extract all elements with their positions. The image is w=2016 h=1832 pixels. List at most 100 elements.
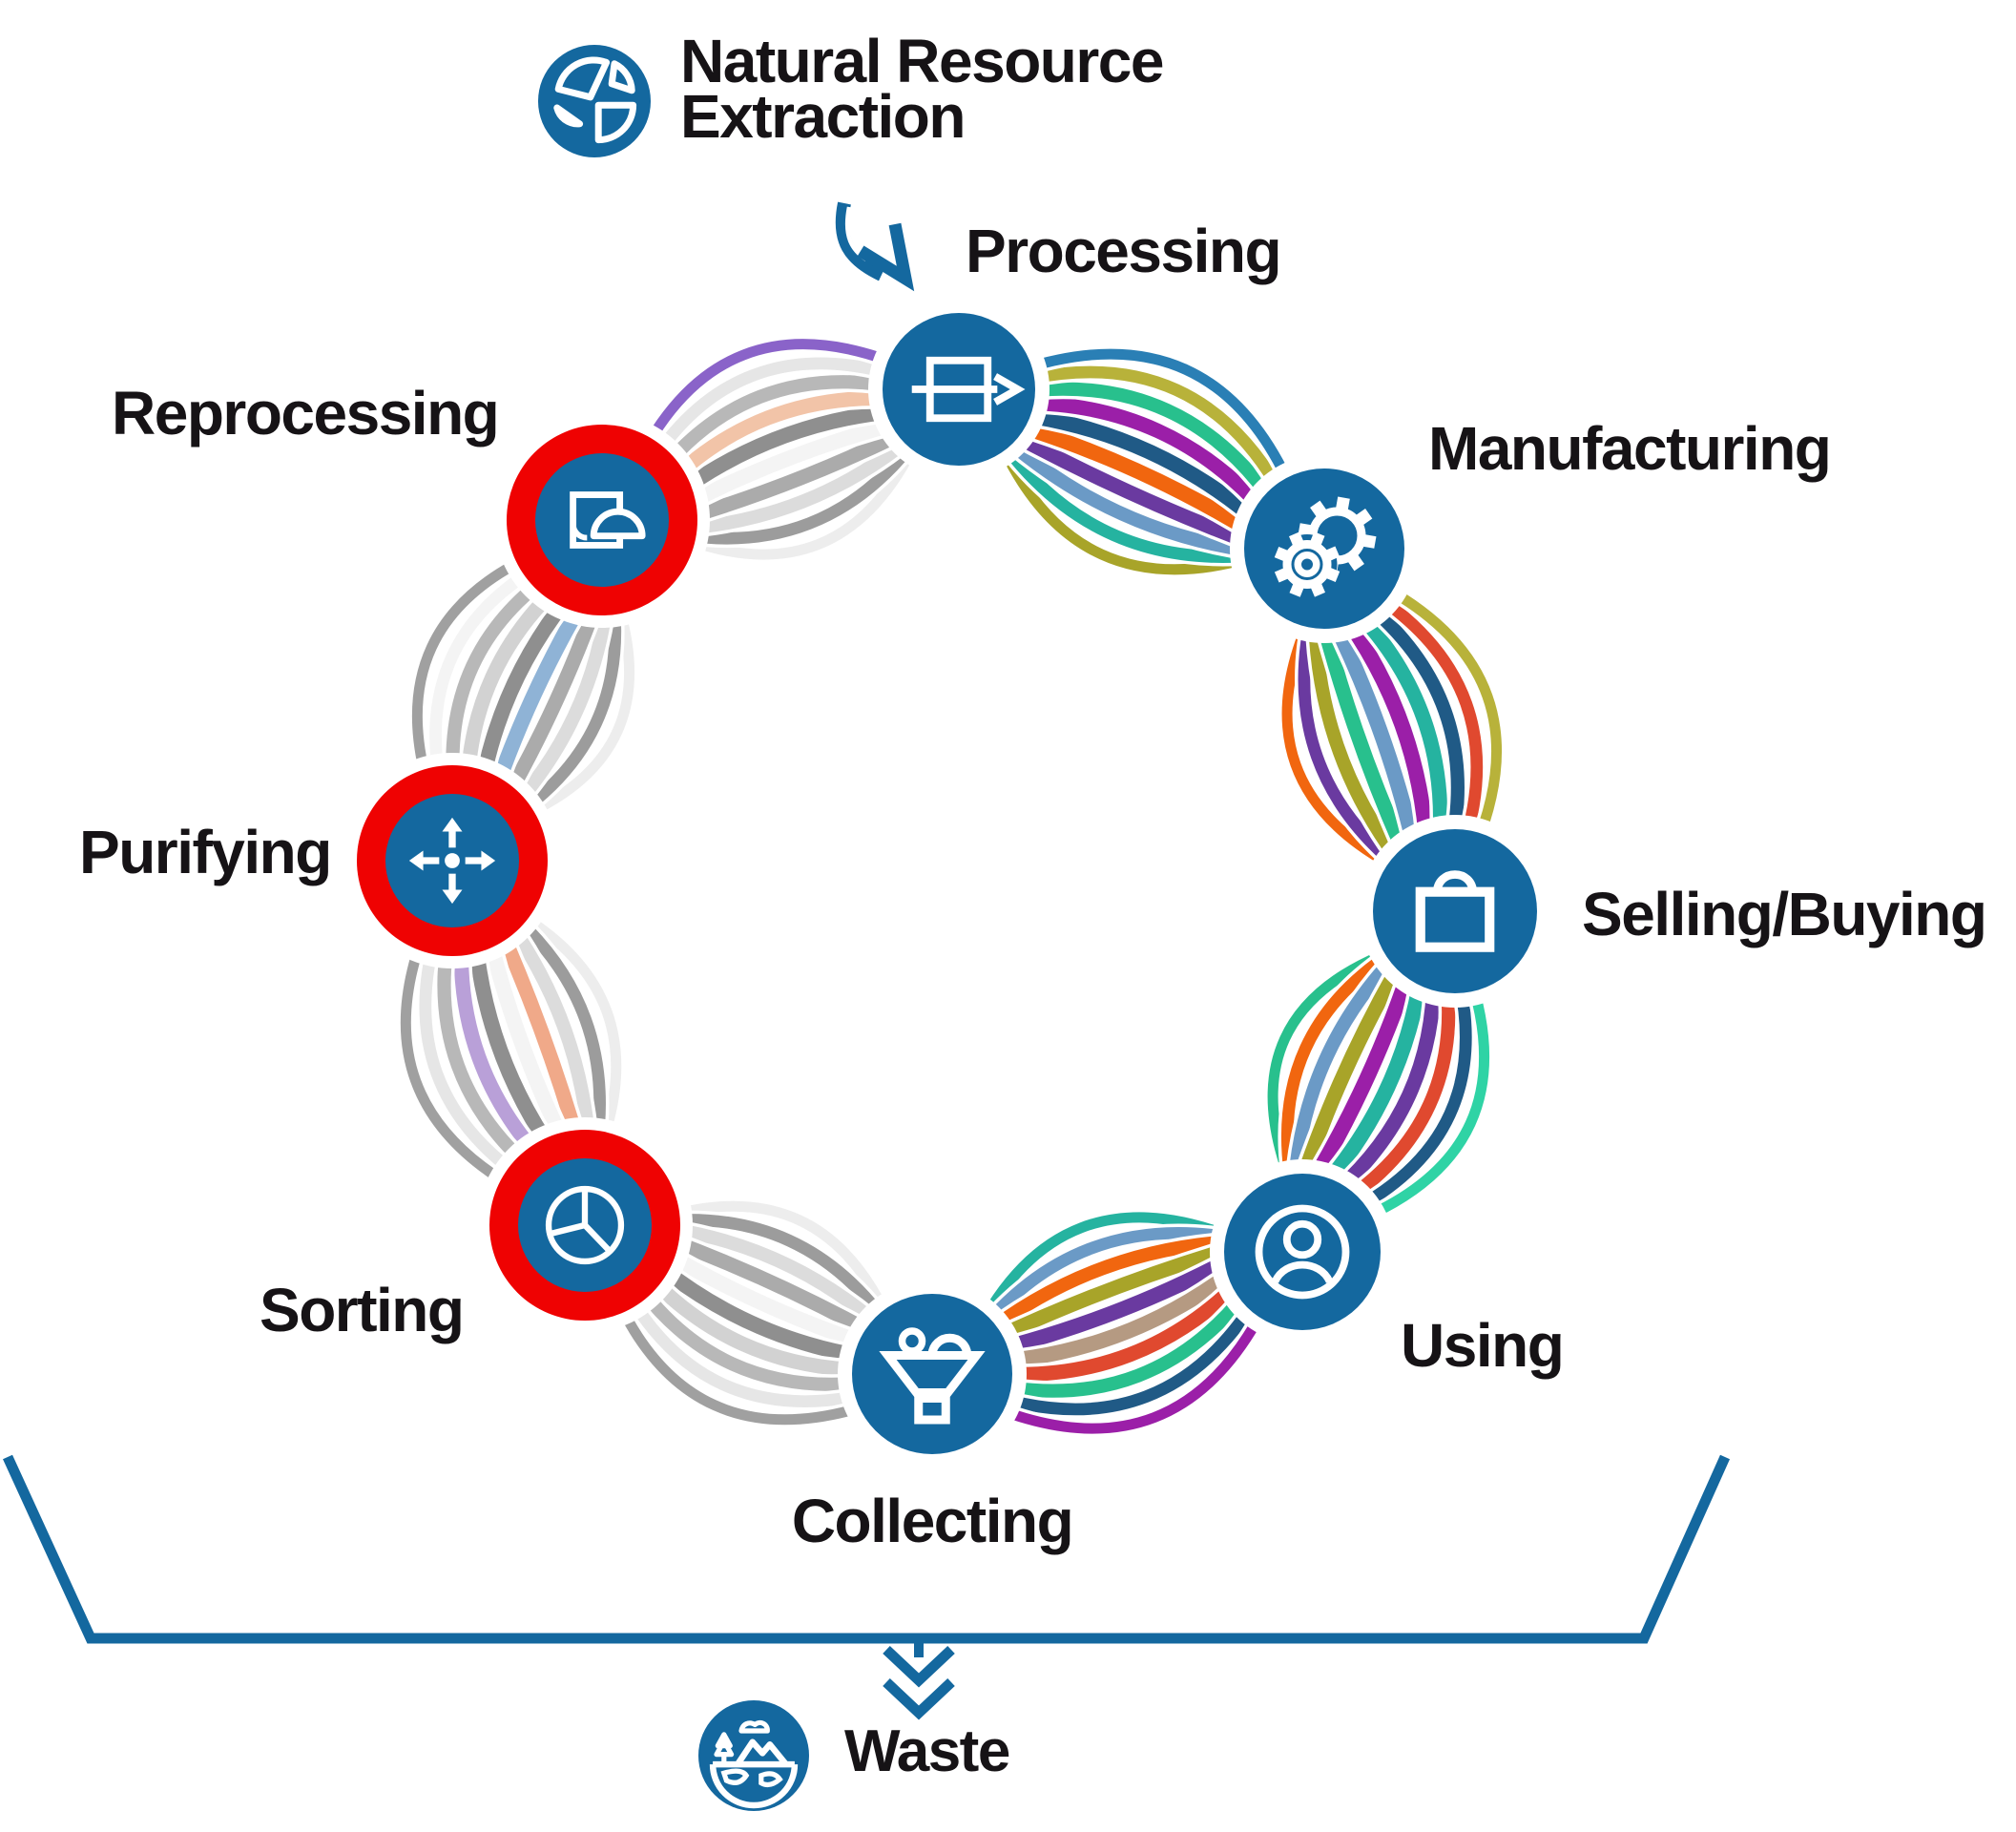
glyph-part <box>445 853 460 868</box>
stage-icon-processing <box>868 299 1050 480</box>
glyph-part <box>408 850 424 871</box>
glyph-part <box>1274 567 1292 583</box>
stage-icon-collecting <box>838 1280 1027 1468</box>
stage-label-selling-buying: Selling/Buying <box>1582 880 1985 948</box>
glyph-part <box>408 850 440 871</box>
gears-icon <box>1274 496 1377 597</box>
remold-icon <box>570 491 646 549</box>
glyph-part <box>1323 566 1341 582</box>
glyph-part <box>1432 870 1478 894</box>
process-flow-icon <box>911 356 1026 423</box>
glyph-part <box>465 850 496 871</box>
glyph-part <box>1310 500 1329 520</box>
glyph-part <box>582 1222 613 1254</box>
glyph-part <box>608 60 635 94</box>
chevron-down-icon <box>883 1634 955 1720</box>
glyph-part <box>594 101 637 144</box>
arrows-out-icon <box>408 817 496 905</box>
glyph-part <box>554 56 611 101</box>
glyph-part <box>709 1764 799 1809</box>
stage-icon-selling-buying <box>1359 815 1551 1008</box>
stage-waste: Waste <box>698 1700 1010 1811</box>
entry-arrow-stem <box>835 201 885 281</box>
glyph-part <box>442 873 463 905</box>
glyph-part <box>1353 509 1373 528</box>
landscape-icon <box>709 1719 799 1809</box>
glyph-part <box>1288 531 1305 549</box>
glyph-part <box>590 508 646 540</box>
stage-label-sorting: Sorting <box>260 1276 463 1344</box>
glyph-part <box>993 373 1026 406</box>
glyph-part <box>927 1333 972 1355</box>
icon-disc <box>1373 829 1537 993</box>
glyph-part <box>879 1351 986 1397</box>
stage-selling-buying: Selling/Buying <box>1359 815 1987 1008</box>
glyph-part <box>1289 580 1305 597</box>
glyph-part <box>553 104 584 128</box>
stage-label-using: Using <box>1401 1311 1563 1380</box>
stage-label-reprocessing: Reprocessing <box>112 379 498 448</box>
stage-using: Using <box>1210 1159 1565 1380</box>
glyph-part <box>715 1732 733 1749</box>
glyph-part <box>1309 580 1326 597</box>
pie-sort-icon <box>545 1185 625 1265</box>
shopping-bag-icon <box>1415 870 1495 952</box>
stage-label-collecting: Collecting <box>792 1487 1072 1555</box>
glyph-part <box>1294 552 1320 577</box>
extraction-label-line1: Natural Resource <box>680 27 1163 95</box>
glyph-part <box>1274 547 1291 563</box>
glyph-part <box>1282 540 1332 589</box>
glyph-part <box>1309 531 1325 549</box>
glyph-part <box>1322 546 1341 562</box>
glyph-part <box>738 1719 770 1734</box>
stage-reprocessing: Reprocessing <box>112 379 710 628</box>
glyph-part <box>442 817 463 848</box>
entry-arrowhead-icon <box>857 222 915 292</box>
glyph-part <box>759 1771 783 1788</box>
glyph-part <box>735 1738 789 1767</box>
glyph-part <box>1360 533 1377 549</box>
user-icon <box>1255 1204 1350 1300</box>
glyph-part <box>570 523 588 541</box>
stage-icon-using <box>1210 1159 1395 1344</box>
stage-label-processing: Processing <box>966 217 1280 285</box>
icon-disc <box>852 1294 1012 1454</box>
glyph-part <box>1345 552 1364 572</box>
entry-arrow <box>835 201 915 292</box>
glyph-part <box>1271 1260 1334 1284</box>
glyph-part <box>442 889 463 905</box>
stage-processing: Processing <box>868 217 1282 480</box>
glyph-part <box>914 1394 950 1425</box>
stage-manufacturing: Manufacturing <box>1230 414 1832 643</box>
stage-label-purifying: Purifying <box>79 818 331 886</box>
glyph-part <box>481 850 496 871</box>
glyph-part <box>1282 1219 1322 1260</box>
glyph-part <box>898 1327 926 1355</box>
glyph-part <box>720 1768 750 1785</box>
stage-purifying: Purifying <box>79 753 560 968</box>
icon-disc <box>698 1700 809 1811</box>
stage-icon-sorting <box>477 1117 693 1333</box>
stage-sorting: Sorting <box>260 1117 693 1344</box>
stage-label-manufacturing: Manufacturing <box>1428 414 1830 483</box>
extraction-rocks-icon <box>553 56 637 144</box>
chevron-2 <box>883 1677 955 1720</box>
chevron-1 <box>883 1645 955 1688</box>
stage-icon-purifying <box>344 753 560 968</box>
glyph-part <box>1255 1204 1350 1300</box>
funnel-icon <box>879 1327 986 1425</box>
waste-bracket <box>2 1454 1731 1644</box>
stage-icon-reprocessing <box>494 412 710 628</box>
glyph-part <box>1335 496 1350 513</box>
glyph-part <box>549 1221 586 1238</box>
glyph-part <box>1298 523 1315 538</box>
stage-collecting: Collecting <box>792 1280 1074 1555</box>
stage-icon-manufacturing <box>1230 454 1419 643</box>
waste-label: Waste <box>844 1718 1009 1784</box>
glyph-part <box>1415 886 1495 952</box>
extraction-label-line2: Extraction <box>680 82 965 151</box>
ring-stages: ProcessingManufacturingSelling/BuyingUsi… <box>79 217 1987 1555</box>
